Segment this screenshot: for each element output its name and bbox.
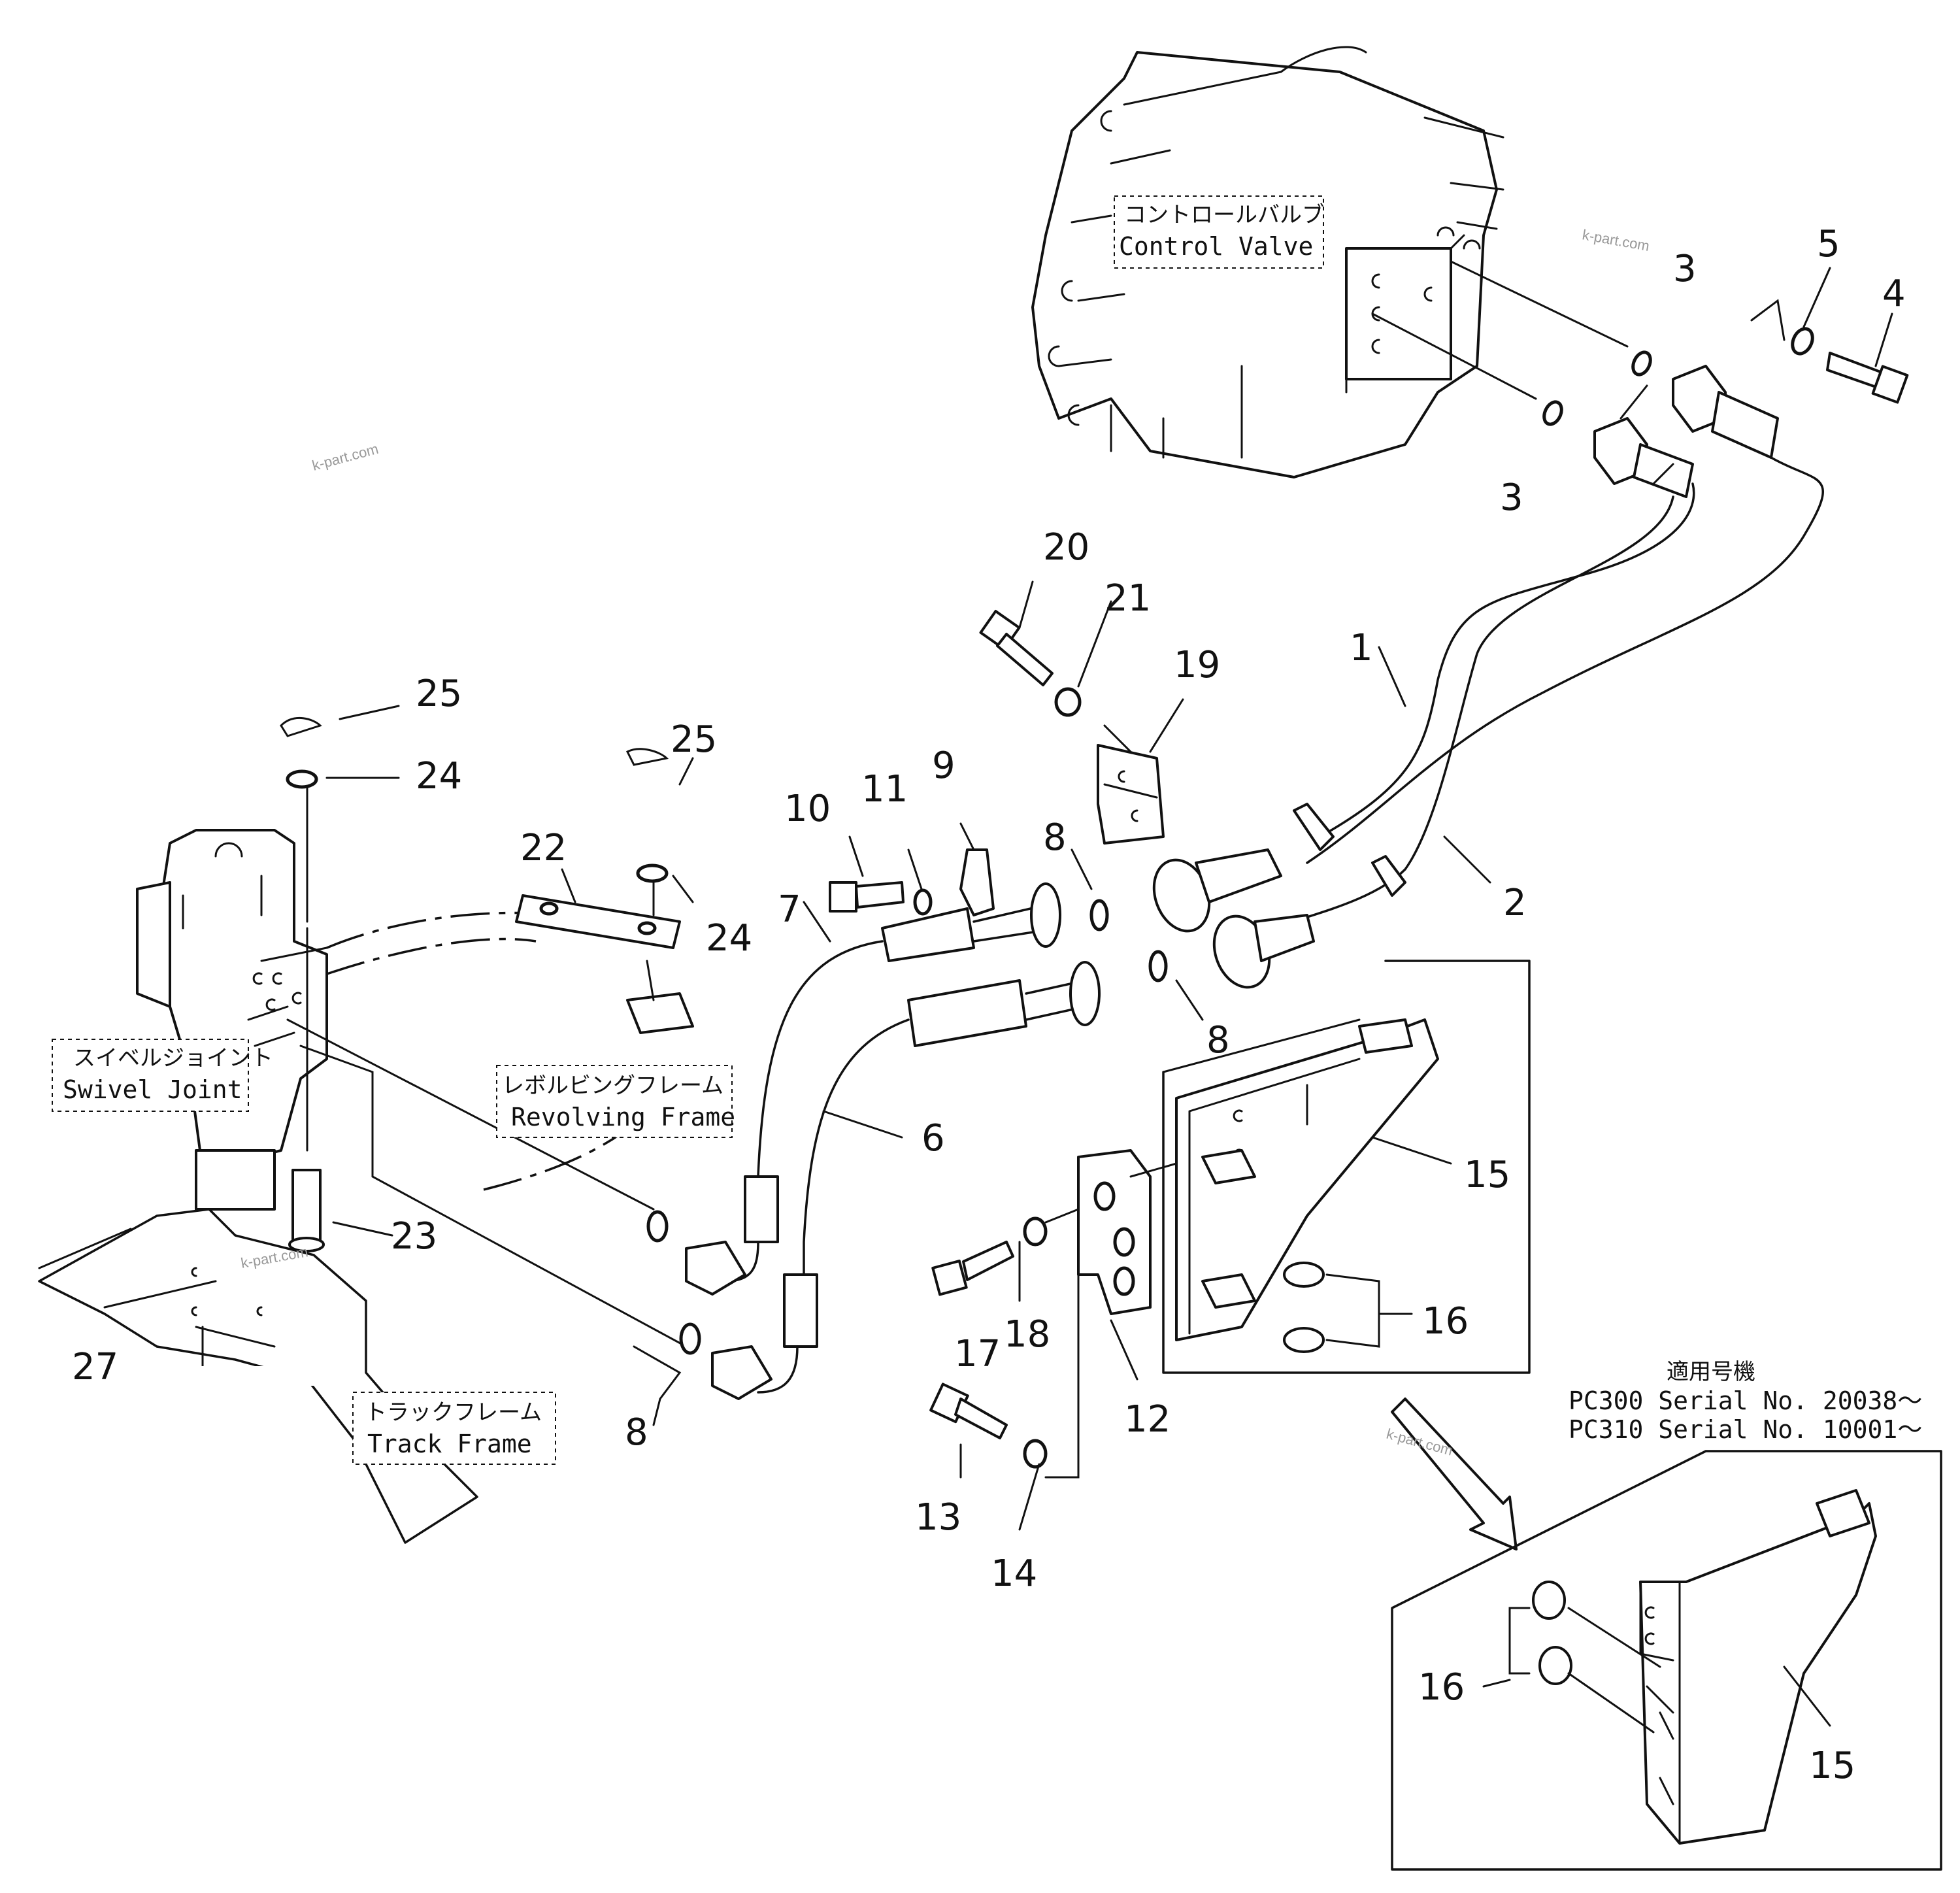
clamp-19 (1097, 744, 1165, 845)
o-ring-3-lower (1542, 400, 1563, 426)
washer-18 (1023, 1216, 1048, 1247)
callout-18: 18 (1004, 1313, 1050, 1356)
revolving-frame-en-label: Revolving Frame (511, 1103, 735, 1131)
washer-14 (1023, 1439, 1048, 1469)
callout-17: 17 (954, 1333, 1001, 1375)
o-ring-5 (1791, 327, 1814, 356)
o-ring-8-upper (1089, 899, 1109, 931)
o-ring-8-left-a (646, 1210, 669, 1243)
applicability-note: 適用号機 PC300 Serial No. 20038～ PC310 Seria… (1569, 1359, 1922, 1444)
callout-24-left: 24 (416, 755, 462, 797)
hoses-6-7 (685, 882, 1101, 1400)
split-flange-assembly (829, 822, 995, 916)
callout-21: 21 (1105, 577, 1151, 620)
applicability-heading: 適用号機 (1667, 1359, 1755, 1385)
callout-24-right: 24 (706, 917, 752, 960)
revolving-frame: レボルビングフレーム Revolving Frame (326, 748, 735, 1191)
detail-arrow (1391, 1398, 1518, 1550)
detail-box-lower (1391, 1450, 1942, 1871)
callout-4: 4 (1882, 273, 1906, 315)
hose-flanges-lower (1152, 848, 1315, 989)
callout-1: 1 (1350, 627, 1373, 669)
o-ring-3-upper (1631, 350, 1652, 377)
callout-27: 27 (72, 1346, 118, 1388)
callout-23: 23 (391, 1215, 437, 1258)
callout-20: 20 (1043, 526, 1089, 569)
control-valve: コントロールバルブ Control Valve (1031, 46, 1504, 478)
callout-16-upper: 16 (1422, 1300, 1469, 1343)
applicability-line-1: PC300 Serial No. 20038～ (1569, 1386, 1922, 1415)
bracket-12 (929, 1149, 1178, 1531)
track-frame-jp-label: トラックフレーム (365, 1399, 542, 1426)
callout-11: 11 (861, 768, 908, 811)
swivel-joint-en-label: Swivel Joint (63, 1075, 242, 1104)
revolving-frame-jp-label: レボルビングフレーム (502, 1073, 723, 1099)
track-frame-en-label: Track Frame (367, 1430, 532, 1458)
applicability-line-2: PC310 Serial No. 10001～ (1569, 1415, 1922, 1444)
callout-7: 7 (778, 888, 801, 931)
callout-8-center-upper: 8 (1043, 816, 1067, 859)
callout-9: 9 (932, 745, 955, 787)
callout-16-lower: 16 (1418, 1666, 1465, 1709)
o-ring-8-lower (1148, 950, 1168, 982)
valve-fittings (1542, 327, 1909, 426)
callout-14: 14 (991, 1552, 1037, 1595)
callout-8-center-lower: 8 (1206, 1019, 1230, 1062)
callout-19: 19 (1174, 644, 1220, 686)
callout-15-upper: 15 (1464, 1154, 1510, 1196)
callout-5: 5 (1817, 223, 1840, 265)
watermark-1: k-part.com (1581, 226, 1651, 254)
swivel-joint: スイベルジョイント Swivel Joint (52, 783, 688, 1348)
callout-25-left: 25 (416, 673, 462, 715)
swivel-joint-jp-label: スイベルジョイント (73, 1045, 273, 1071)
hoses-1-2 (1273, 456, 1824, 930)
pin-washer-left (280, 705, 400, 789)
control-valve-jp-label: コントロールバルブ (1124, 202, 1324, 228)
callout-10: 10 (784, 788, 831, 830)
hose-flanges-valve (1593, 365, 1779, 498)
pin-23 (288, 1169, 393, 1252)
callout-3-lower: 3 (1500, 477, 1523, 519)
washer-21 (1054, 687, 1082, 717)
callout-12: 12 (1124, 1398, 1171, 1441)
callout-3-upper: 3 (1673, 248, 1697, 290)
control-valve-en-label: Control Valve (1119, 232, 1313, 261)
track-frame: トラックフレーム Track Frame (0, 1208, 556, 1544)
callout-15-lower: 15 (1809, 1745, 1855, 1787)
callout-8-left: 8 (625, 1411, 648, 1454)
o-ring-8-left-b (679, 1322, 701, 1355)
clamp-assembly (979, 609, 1165, 845)
bolt-20 (979, 609, 1054, 686)
detail-box-upper (1162, 960, 1531, 1374)
plate-22 (515, 894, 681, 949)
callout-25-right: 25 (671, 718, 717, 761)
callout-2: 2 (1503, 882, 1527, 924)
watermark-3: k-part.com (240, 1243, 310, 1271)
callout-numbers: 1 2 3 3 4 5 6 7 8 8 8 9 10 11 12 13 14 1… (72, 223, 1906, 1787)
callout-22: 22 (520, 827, 567, 869)
callout-6: 6 (922, 1117, 945, 1160)
bolt-17 (931, 1241, 1014, 1296)
upper-leaders (1018, 267, 1893, 884)
callout-13: 13 (915, 1496, 961, 1539)
bolt-13 (929, 1382, 1008, 1439)
watermark-2: k-part.com (310, 441, 380, 474)
valve-port-leaders (1371, 260, 1786, 400)
bolt-4 (1826, 352, 1909, 404)
